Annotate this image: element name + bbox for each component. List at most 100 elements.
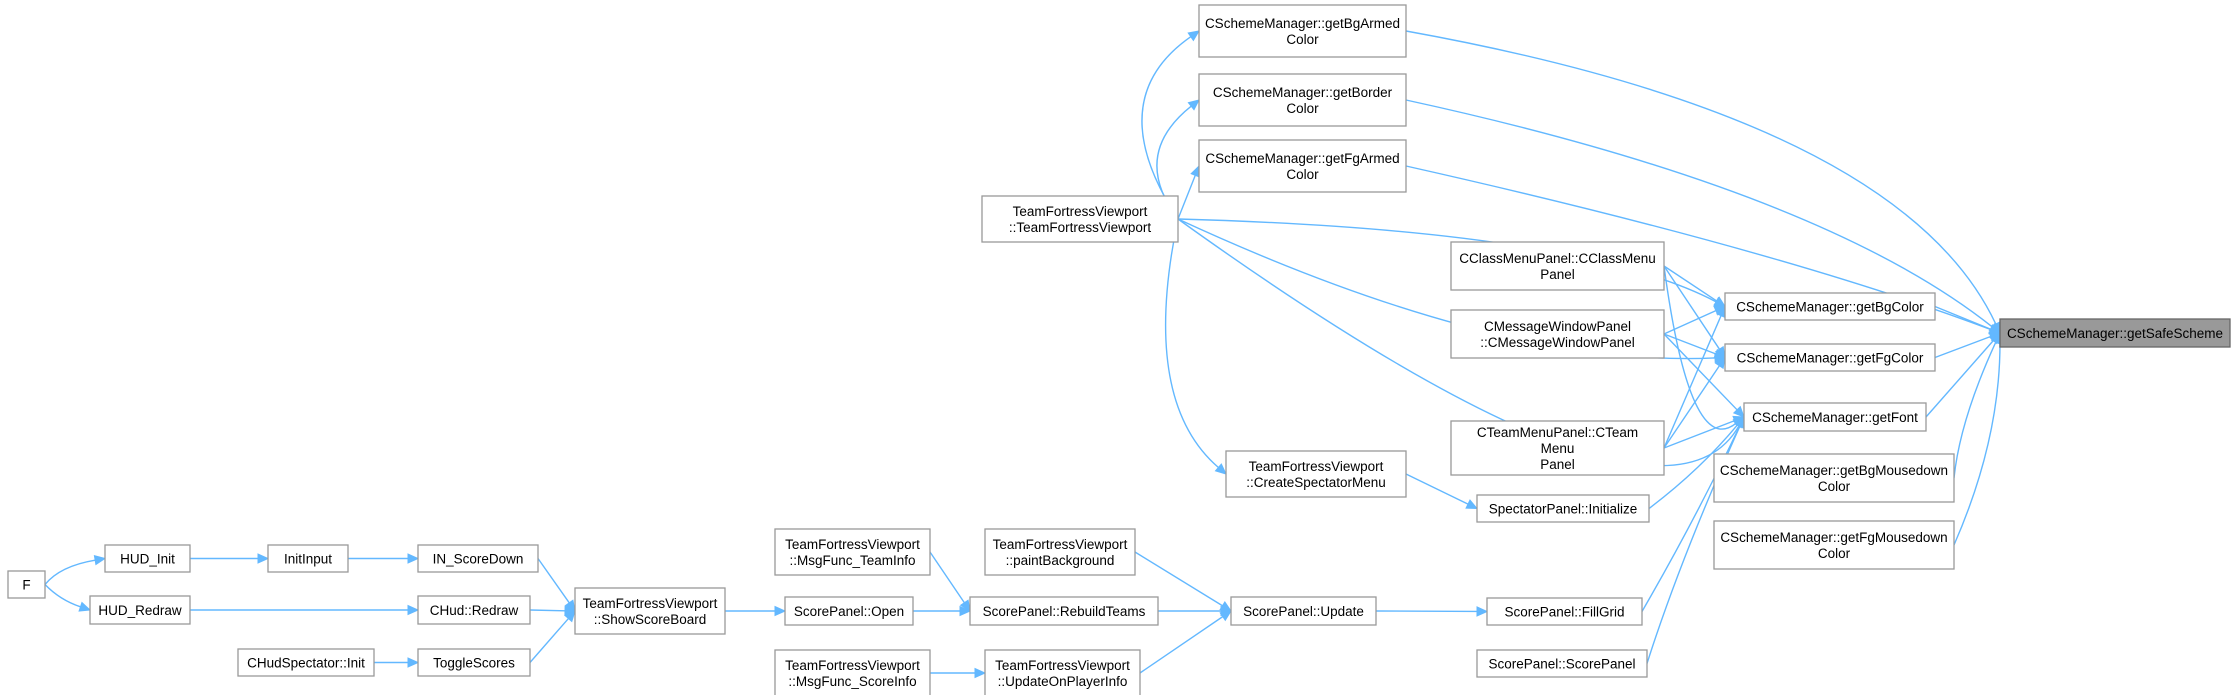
node-label-line: ::MsgFunc_ScoreInfo [788,674,916,689]
node-label-line: ScorePanel::Open [794,604,904,619]
node-label-line: CSchemeManager::getSafeScheme [2007,326,2223,341]
node-score-open[interactable]: ScorePanel::Open [784,596,914,626]
edge-message-window-panel-to-get-font [1663,333,1745,418]
node-label-line: CSchemeManager::getBgColor [1736,300,1924,315]
node-box [1999,318,2231,348]
node-box [774,528,931,576]
node-fill-grid[interactable]: ScorePanel::FillGrid [1486,597,1643,626]
node-label-line: CTeamMenuPanel::CTeam [1477,425,1638,440]
node-label-line: CClassMenuPanel::CClassMenu [1459,251,1656,266]
node-box [1713,520,1955,570]
node-label-line: Color [1286,32,1319,47]
edge-init-input-to-in-score-down [348,553,420,564]
node-label-line: TeamFortressViewport [993,537,1128,552]
node-get-bg-color[interactable]: CSchemeManager::getBgColor [1724,292,1936,321]
node-toggle-scores[interactable]: ToggleScores [417,648,531,677]
node-label-line: InitInput [284,552,332,567]
edge-hud-redraw-to-hud-redraw [190,604,420,616]
node-box [774,649,931,695]
edge-get-bg-color-to-get-safe-scheme [1934,305,2002,334]
node-box [1476,649,1648,678]
node-box [1724,343,1936,372]
node-label-line: TeamFortressViewport [785,537,920,552]
edge-chud-spectator-init-to-toggle-scores [373,657,420,668]
node-label-line: HUD_Init [120,552,175,567]
node-msg-func-score-info[interactable]: TeamFortressViewport::MsgFunc_ScoreInfo [774,649,931,695]
node-box [89,595,191,625]
node-hud-init[interactable]: HUD_Init [104,544,191,573]
edge-rebuild-teams-to-score-update [1158,605,1233,617]
edge-in-score-down-to-show-score-board [537,558,576,612]
node-box [1450,241,1665,291]
node-box [984,528,1136,576]
node-f[interactable]: F [7,570,46,599]
node-get-font[interactable]: CSchemeManager::getFont [1743,402,1927,432]
node-label-line: ScorePanel::FillGrid [1504,605,1624,620]
edge-score-update-to-fill-grid [1375,606,1489,617]
node-label-line: ToggleScores [433,656,515,671]
node-label-line: CSchemeManager::getFont [1752,410,1918,425]
node-team-menu-panel[interactable]: CTeamMenuPanel::CTeamMenuPanel [1450,420,1665,476]
node-label-line: ScorePanel::Update [1243,604,1364,619]
edge-tfvctor-to-get-fg-armed-color [1177,164,1201,220]
node-chud-spectator-init[interactable]: CHudSpectator::Init [237,648,375,677]
node-label-line: ::CMessageWindowPanel [1480,335,1635,350]
node-hud-redraw[interactable]: CHud::Redraw [417,595,531,625]
node-label-line: CSchemeManager::getFgArmed [1205,151,1399,166]
node-hud-redraw[interactable]: HUD_Redraw [89,595,191,625]
node-label-line: ::CreateSpectatorMenu [1246,475,1386,490]
node-label-line: IN_ScoreDown [433,552,524,567]
node-box [1198,139,1407,193]
node-box [1486,597,1643,626]
node-label-line: CSchemeManager::getFgColor [1737,351,1924,366]
node-label-line: CSchemeManager::getBgArmed [1205,16,1400,31]
node-init-input[interactable]: InitInput [267,544,349,573]
node-msg-func-team-info[interactable]: TeamFortressViewport::MsgFunc_TeamInfo [774,528,931,576]
node-box [417,595,531,625]
node-label-line: TeamFortressViewport [1249,459,1384,474]
node-update-on-player-info[interactable]: TeamFortressViewport::UpdateOnPlayerInfo [984,649,1141,695]
edge-msg-func-score-info-to-update-on-player-info [930,667,987,679]
node-score-panel-ctor[interactable]: ScorePanel::ScorePanel [1476,649,1648,678]
node-get-fg-color[interactable]: CSchemeManager::getFgColor [1724,343,1936,372]
node-label-line: TeamFortressViewport [785,658,920,673]
edge-tfvctor-to-get-bg-armed-color [1141,30,1200,220]
node-get-safe-scheme[interactable]: CSchemeManager::getSafeScheme [1999,318,2231,348]
node-label-line: Color [1818,546,1851,561]
node-in-score-down[interactable]: IN_ScoreDown [417,544,539,573]
node-box [1476,494,1650,523]
node-label-line: Color [1286,101,1319,116]
node-box [981,195,1179,243]
node-box [237,648,375,677]
node-tfvctor[interactable]: TeamFortressViewport::TeamFortressViewpo… [981,195,1179,243]
node-score-update[interactable]: ScorePanel::Update [1230,596,1377,626]
edge-class-menu-panel-to-get-bg-color [1663,265,1727,308]
node-box [1198,73,1407,127]
edges-layer [44,30,2006,679]
node-label-line: CSchemeManager::getBgMousedown [1720,463,1948,478]
node-show-score-board[interactable]: TeamFortressViewport::ShowScoreBoard [574,587,726,635]
node-label-line: Panel [1540,267,1575,282]
node-label-line: CHudSpectator::Init [247,656,365,671]
node-label-line: CSchemeManager::getFgMousedown [1720,530,1947,545]
edge-score-open-to-rebuild-teams [913,605,972,617]
node-label-line: Panel [1540,457,1575,472]
node-rebuild-teams[interactable]: ScorePanel::RebuildTeams [969,596,1159,626]
edge-get-font-to-get-safe-scheme [1925,332,2001,418]
edge-show-score-board-to-score-open [725,605,787,617]
node-spectator-init[interactable]: SpectatorPanel::Initialize [1476,494,1650,523]
node-class-menu-panel[interactable]: CClassMenuPanel::CClassMenuPanel [1450,241,1665,291]
node-label-line: ScorePanel::ScorePanel [1488,657,1635,672]
node-message-window-panel[interactable]: CMessageWindowPanel::CMessageWindowPanel [1450,309,1665,359]
node-box [417,544,539,573]
node-create-spectator-menu[interactable]: TeamFortressViewport::CreateSpectatorMen… [1225,450,1407,498]
node-label-line: CMessageWindowPanel [1484,319,1631,334]
edge-get-bg-mousedown-color-to-get-safe-scheme [1953,331,2001,479]
node-paint-background[interactable]: TeamFortressViewport::paintBackground [984,528,1136,576]
node-box [1198,4,1407,58]
